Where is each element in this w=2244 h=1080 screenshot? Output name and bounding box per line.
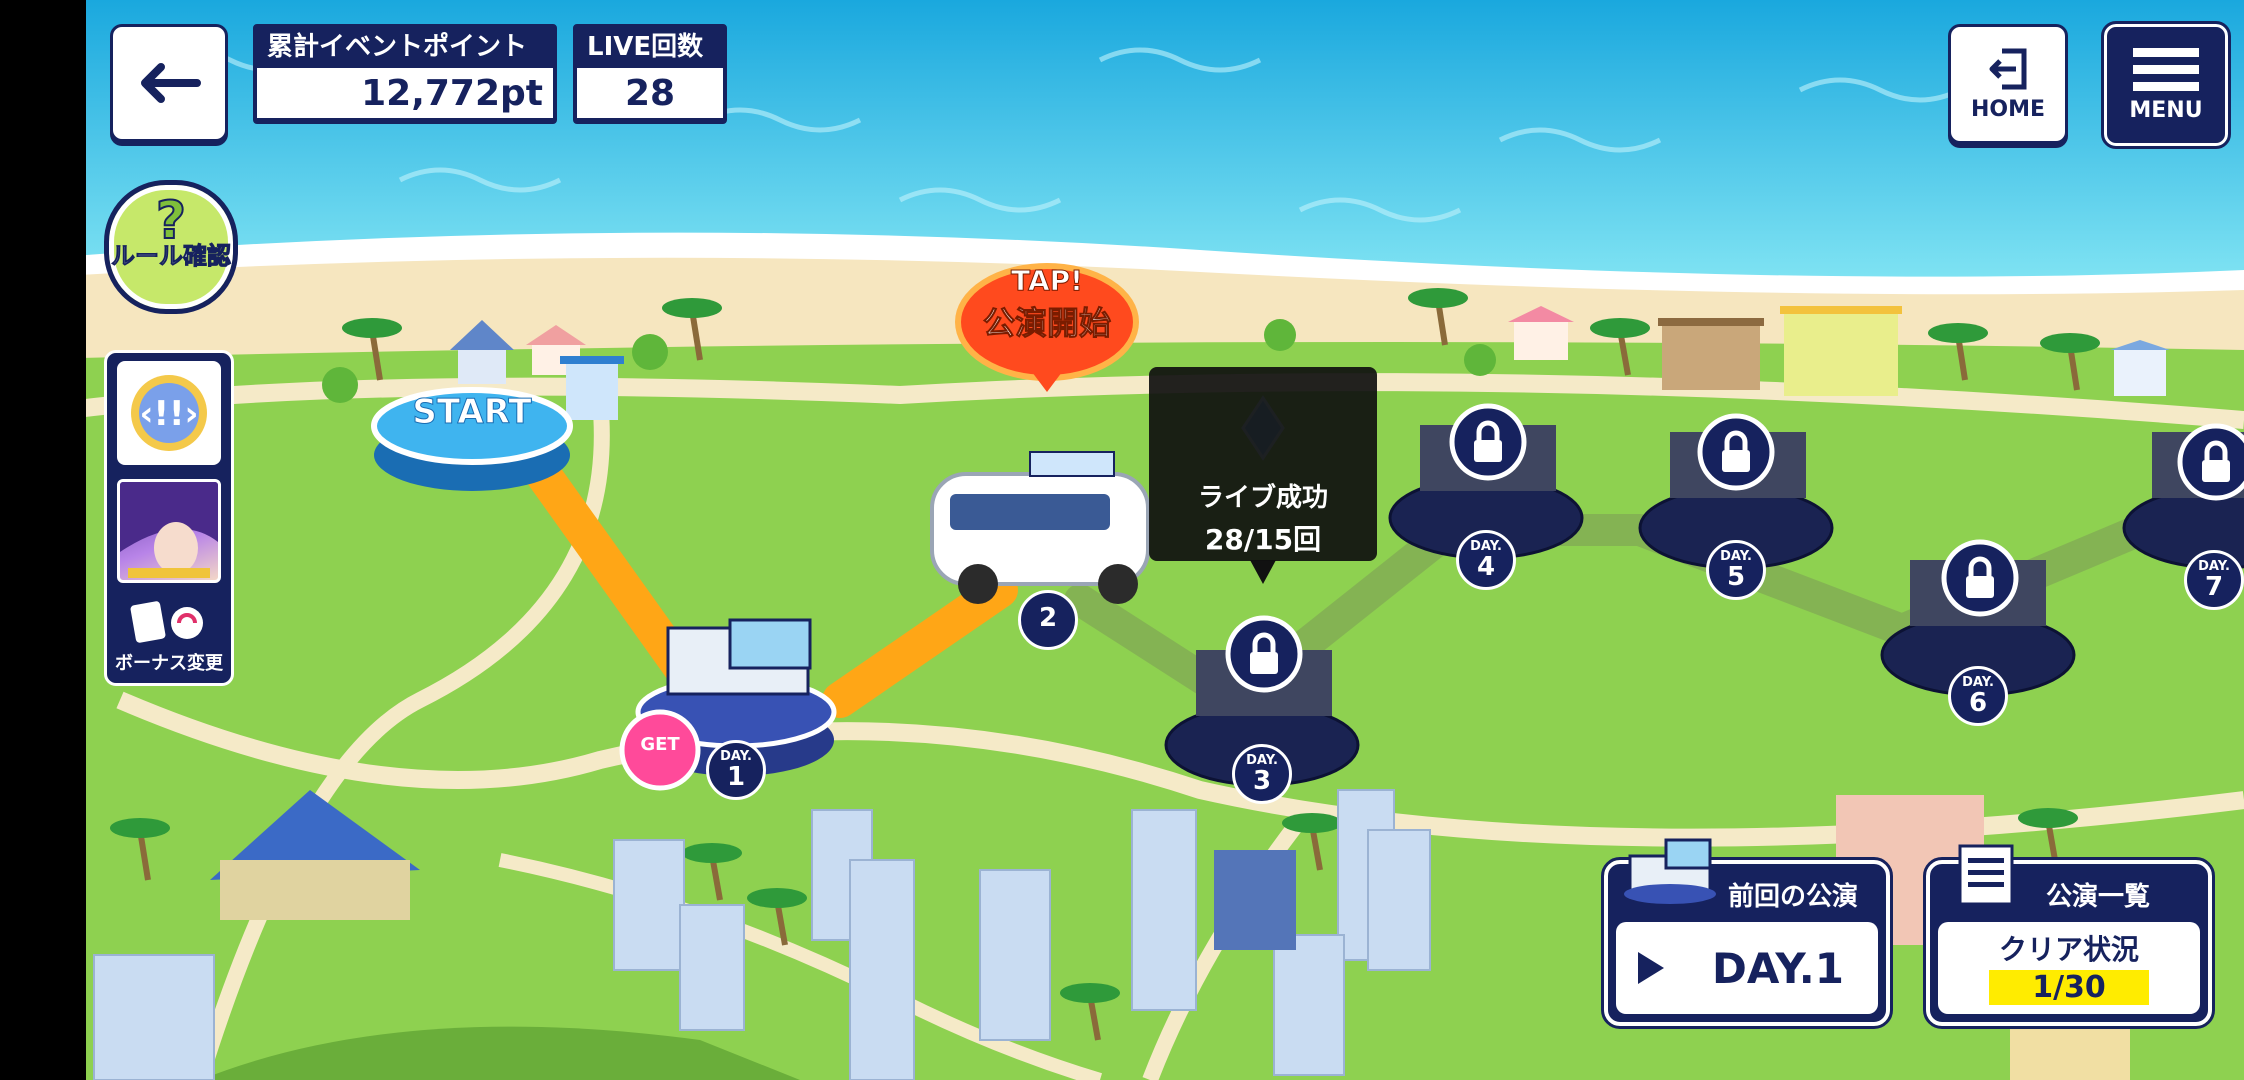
day-node-1[interactable]: DAY. 1 bbox=[706, 740, 766, 800]
clear-status-label: クリア状況 bbox=[1998, 933, 2139, 966]
tooltip-progress: 28/15回 bbox=[1204, 523, 1322, 556]
question-icon: ? bbox=[155, 191, 187, 251]
live-count-value: 28 bbox=[577, 68, 723, 118]
tap-sub-label: 公演開始 bbox=[982, 304, 1111, 343]
rule-check-button[interactable]: ? ルール確認 bbox=[104, 180, 238, 314]
day-node-6[interactable]: DAY. 6 bbox=[1948, 666, 2008, 726]
svg-text:‹!!›: ‹!!› bbox=[139, 394, 198, 434]
day-prefix: DAY. bbox=[1470, 539, 1502, 554]
clear-status-value: 1/30 bbox=[1989, 970, 2149, 1005]
home-button[interactable]: HOME bbox=[1948, 24, 2068, 144]
day-node-7[interactable]: DAY. 7 bbox=[2184, 550, 2244, 610]
day-node-3[interactable]: DAY. 3 bbox=[1232, 744, 1292, 804]
performance-list-title: 公演一覧 bbox=[2046, 882, 2151, 912]
live-count-box: LIVE回数 28 bbox=[573, 24, 727, 124]
get-badge: GET bbox=[640, 734, 680, 755]
performance-list-panel[interactable]: 公演一覧 クリア状況 1/30 bbox=[1923, 844, 2215, 1029]
previous-performance-body: DAY.1 bbox=[1616, 922, 1878, 1014]
character-portrait[interactable] bbox=[117, 479, 221, 583]
home-label: HOME bbox=[1970, 96, 2046, 122]
bonus-change-icon bbox=[130, 601, 203, 643]
list-icon bbox=[1958, 844, 2014, 906]
bonus-change-label: ボーナス変更 bbox=[115, 653, 223, 674]
live-count-label: LIVE回数 bbox=[587, 32, 704, 62]
day-prefix: DAY. bbox=[1720, 549, 1752, 564]
previous-performance-panel[interactable]: 前回の公演 DAY.1 bbox=[1601, 838, 1893, 1029]
day-number: 4 bbox=[1476, 552, 1496, 582]
rule-check-label: ルール確認 bbox=[111, 242, 232, 270]
previous-performance-title: 前回の公演 bbox=[1728, 882, 1859, 912]
start-node-label[interactable]: START bbox=[412, 392, 532, 433]
day-prefix: DAY. bbox=[720, 749, 752, 764]
back-button[interactable] bbox=[110, 24, 228, 142]
day-number: 7 bbox=[2204, 572, 2224, 602]
black-bar bbox=[0, 0, 86, 1080]
day-prefix: DAY. bbox=[1962, 675, 1994, 690]
exit-icon bbox=[1989, 48, 2027, 89]
hamburger-icon bbox=[2133, 47, 2199, 91]
day-prefix: DAY. bbox=[1246, 753, 1278, 768]
stage-icon bbox=[1624, 838, 1716, 904]
day-number: 5 bbox=[1726, 562, 1746, 592]
tap-start-bubble[interactable]: TAP! 公演開始 bbox=[958, 258, 1136, 380]
performance-list-body: クリア状況 1/30 bbox=[1938, 922, 2200, 1014]
bus-stop-node-2[interactable]: 2 bbox=[1018, 590, 1078, 650]
tap-label: TAP! bbox=[1011, 264, 1084, 298]
attribute-badge: ‹!!› bbox=[117, 361, 221, 465]
day-node-4[interactable]: DAY. 4 bbox=[1456, 530, 1516, 590]
bus-stop-number: 2 bbox=[1038, 603, 1058, 633]
unit-panel[interactable]: ‹!!› ボーナス変更 bbox=[104, 350, 234, 686]
attribute-icon: ‹!!› bbox=[131, 375, 207, 451]
day-node-5[interactable]: DAY. 5 bbox=[1706, 540, 1766, 600]
live-success-tooltip: ライブ成功 28/15回 bbox=[1149, 367, 1377, 561]
day-number: 3 bbox=[1252, 766, 1272, 796]
event-points-box: 累計イベントポイント 12,772pt bbox=[253, 24, 557, 124]
event-points-value: 12,772pt bbox=[257, 68, 553, 118]
menu-button[interactable]: MENU bbox=[2101, 21, 2231, 149]
event-points-label: 累計イベントポイント bbox=[267, 32, 528, 62]
character-avatar bbox=[120, 482, 218, 578]
menu-label: MENU bbox=[2129, 97, 2203, 123]
day-prefix: DAY. bbox=[2198, 559, 2230, 574]
play-icon bbox=[1638, 952, 1664, 984]
arrow-left-icon bbox=[141, 63, 201, 103]
day-number: 6 bbox=[1968, 688, 1988, 718]
day-number: 1 bbox=[726, 762, 746, 792]
previous-day-value: DAY.1 bbox=[1712, 943, 1844, 993]
tooltip-title: ライブ成功 bbox=[1197, 483, 1328, 513]
